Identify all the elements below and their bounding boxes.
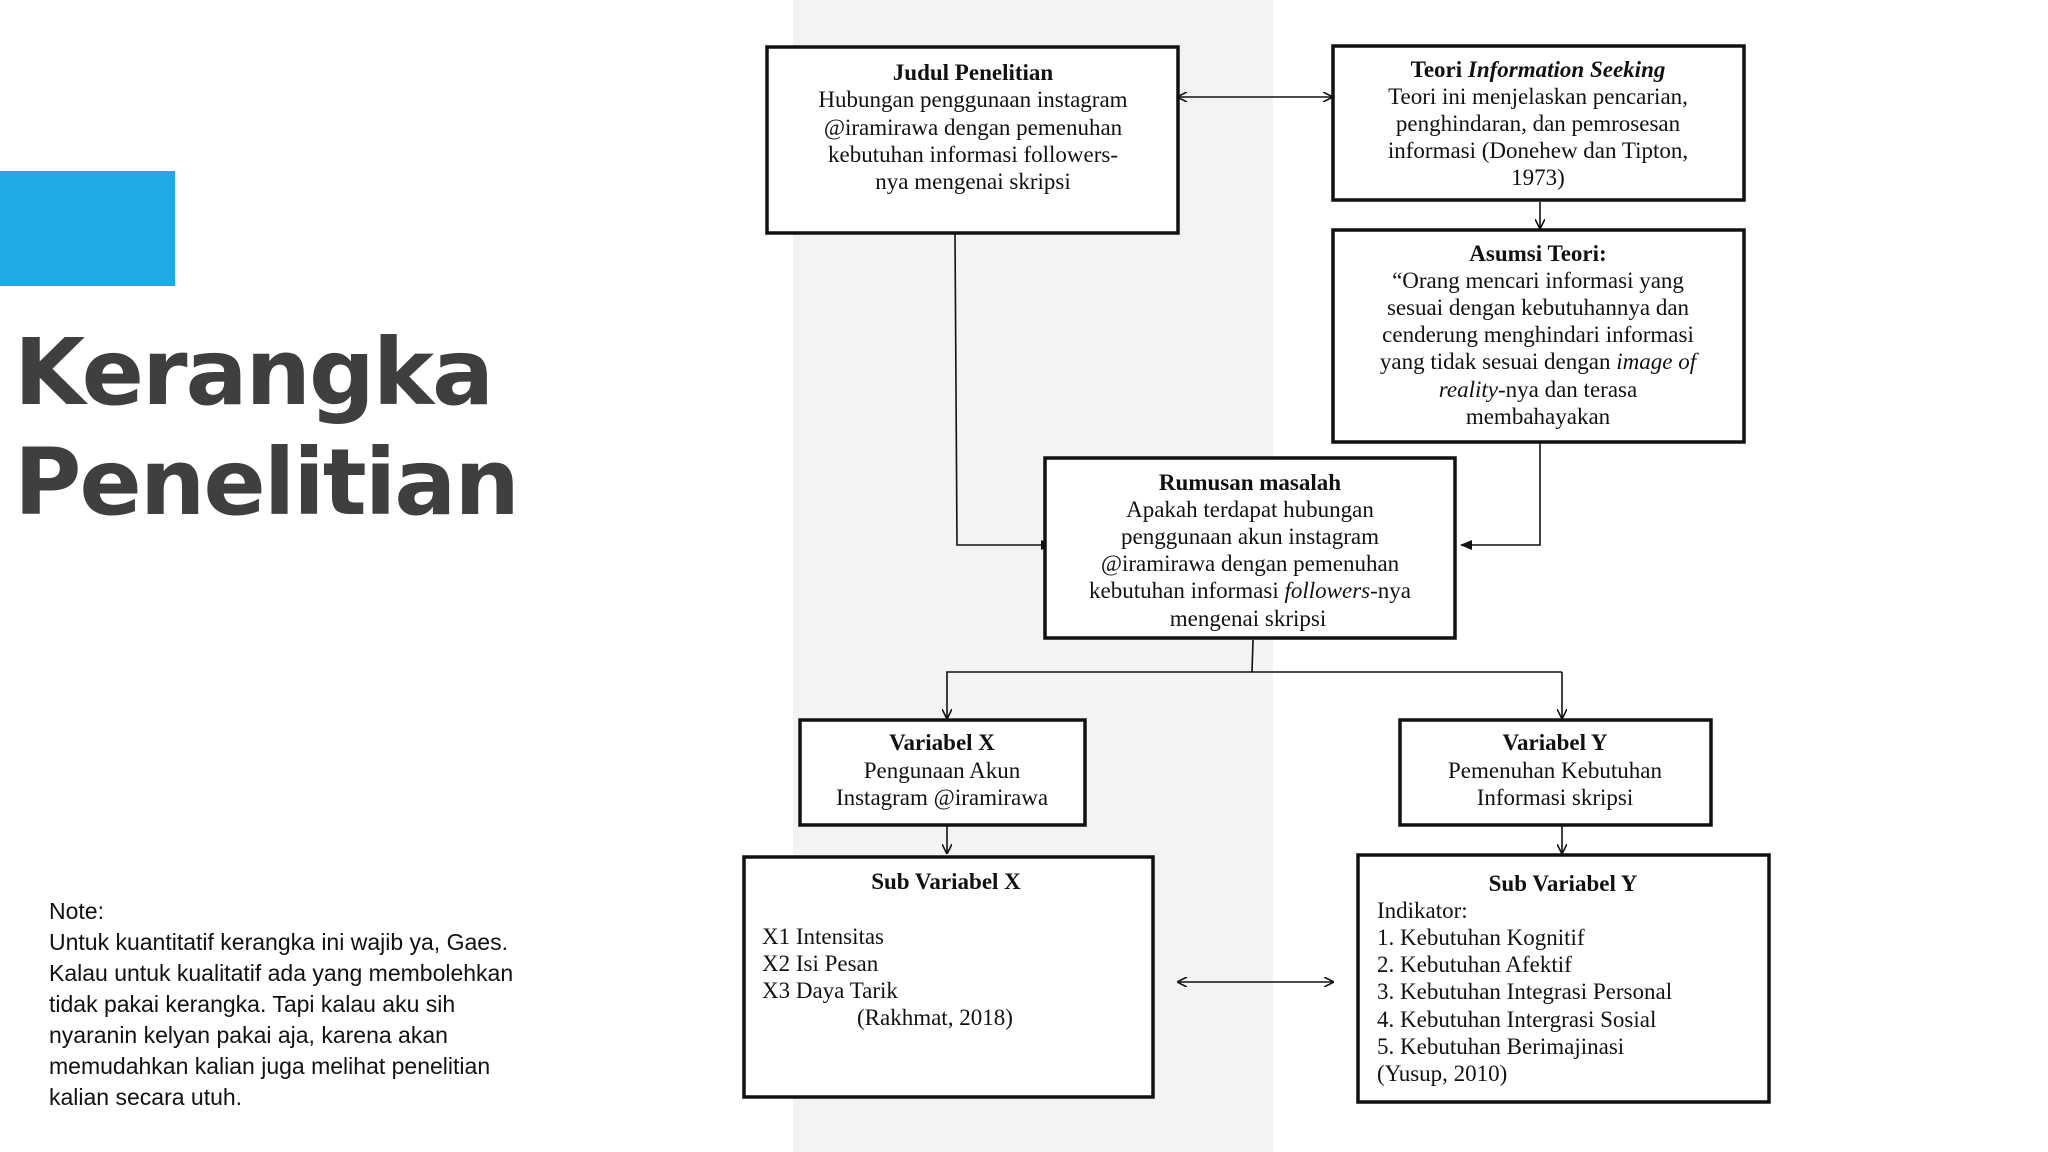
judul-line: kebutuhan informasi followers- (828, 142, 1118, 167)
teori-heading-italic: Information Seeking (1467, 57, 1665, 82)
rumusan-line: @iramirawa dengan pemenuhan (1101, 551, 1400, 576)
note-line: Kalau untuk kualitatif ada yang memboleh… (49, 960, 514, 986)
asumsi-teori-box: Asumsi Teori: “Orang mencari informasi y… (1331, 228, 1746, 444)
subx-item: X1 Intensitas (762, 924, 884, 949)
rumusan-line4-italic: followers (1284, 578, 1370, 603)
asumsi-line: yang tidak sesuai dengan image of (1380, 349, 1700, 374)
suby-item: 1. Kebutuhan Kognitif (1377, 925, 1585, 950)
subx-item: X3 Daya Tarik (762, 978, 898, 1003)
slide-title: Kerangka Penelitian (14, 318, 520, 538)
note-line: tidak pakai kerangka. Tapi kalau aku sih (49, 991, 456, 1017)
asumsi-line5-italic: reality (1439, 377, 1499, 402)
rumusan-line: kebutuhan informasi followers-nya (1089, 578, 1411, 603)
asumsi-rumusan-arrow (1460, 443, 1541, 550)
judul-line: Hubungan penggunaan instagram (818, 87, 1127, 112)
suby-heading: Sub Variabel Y (1489, 871, 1638, 896)
rumusan-split-line (1251, 639, 1254, 673)
suby-intro: Indikator: (1377, 898, 1468, 923)
rumusan-line4-prefix: kebutuhan informasi (1089, 578, 1284, 603)
suby-item: 4. Kebutuhan Intergrasi Sosial (1377, 1007, 1656, 1032)
rumusan-masalah-box: Rumusan masalah Apakah terdapat hubungan… (1043, 456, 1457, 640)
note-line: memudahkan kalian juga melihat penelitia… (49, 1053, 491, 1079)
judul-line: @iramirawa dengan pemenuhan (824, 115, 1123, 140)
asumsi-line: “Orang mencari informasi yang (1392, 268, 1684, 293)
teori-box: Teori Information Seeking Teori ini menj… (1331, 44, 1746, 202)
split-to-varx-arrow (947, 671, 1562, 718)
vary-line: Pemenuhan Kebutuhan (1448, 758, 1662, 783)
suby-item: 5. Kebutuhan Berimajinasi (1377, 1034, 1624, 1059)
judul-rumusan-arrow (954, 231, 1053, 550)
subx-source: (Rakhmat, 2018) (857, 1005, 1013, 1030)
connectors (947, 97, 1562, 982)
suby-item: 2. Kebutuhan Afektif (1377, 952, 1572, 977)
teori-heading-prefix: Teori (1411, 57, 1468, 82)
teori-line: Teori ini menjelaskan pencarian, (1388, 84, 1688, 109)
suby-item: 3. Kebutuhan Integrasi Personal (1377, 979, 1672, 1004)
asumsi-line: sesuai dengan kebutuhannya dan (1387, 295, 1690, 320)
varx-line: Instagram @iramirawa (836, 785, 1048, 810)
varx-heading: Variabel X (889, 730, 995, 755)
asumsi-line5-suffix: -nya dan terasa (1498, 377, 1637, 402)
title-line-2: Penelitian (14, 429, 520, 536)
rumusan-line: penggunaan akun instagram (1121, 524, 1379, 549)
note-text: Note: Untuk kuantitatif kerangka ini waj… (49, 896, 549, 1113)
asumsi-line: reality-nya dan terasa (1439, 377, 1637, 402)
asumsi-heading: Asumsi Teori: (1469, 241, 1606, 266)
note-line: Untuk kuantitatif kerangka ini wajib ya,… (49, 929, 508, 955)
asumsi-line: cenderung menghindari informasi (1382, 322, 1694, 347)
rumusan-heading: Rumusan masalah (1159, 470, 1341, 495)
note-line: Note: (49, 898, 104, 924)
judul-penelitian-box: Judul Penelitian Hubungan penggunaan ins… (765, 45, 1180, 235)
sub-variabel-x-box: Sub Variabel X X1 Intensitas X2 Isi Pesa… (742, 855, 1155, 1099)
variabel-x-box: Variabel X Pengunaan Akun Instagram @ira… (798, 718, 1087, 827)
teori-line: informasi (Donehew dan Tipton, (1388, 138, 1688, 163)
subx-heading: Sub Variabel X (871, 869, 1021, 894)
suby-source: (Yusup, 2010) (1377, 1061, 1507, 1086)
asumsi-line4-italic: image of (1616, 349, 1699, 374)
vary-heading: Variabel Y (1503, 730, 1608, 755)
asumsi-line: membahayakan (1466, 404, 1611, 429)
judul-line: nya mengenai skripsi (875, 169, 1070, 194)
teori-line: penghindaran, dan pemrosesan (1396, 111, 1681, 136)
note-line: kalian secara utuh. (49, 1084, 243, 1110)
sub-variabel-y-box: Sub Variabel Y Indikator: 1. Kebutuhan K… (1356, 853, 1771, 1104)
rumusan-line: mengenai skripsi (1170, 606, 1327, 631)
judul-heading: Judul Penelitian (893, 60, 1054, 85)
teori-heading: Teori Information Seeking (1411, 57, 1666, 82)
varx-line: Pengunaan Akun (864, 758, 1021, 783)
rumusan-line4-suffix: -nya (1370, 578, 1411, 603)
vary-line: Informasi skripsi (1477, 785, 1634, 810)
note-line: nyaranin kelyan pakai aja, karena akan (49, 1022, 448, 1048)
teori-line: 1973) (1511, 165, 1565, 190)
subx-item: X2 Isi Pesan (762, 951, 879, 976)
rumusan-line: Apakah terdapat hubungan (1126, 497, 1374, 522)
accent-block (0, 171, 175, 286)
variabel-y-box: Variabel Y Pemenuhan Kebutuhan Informasi… (1398, 718, 1713, 827)
title-line-1: Kerangka (14, 319, 494, 426)
asumsi-line4-prefix: yang tidak sesuai dengan (1380, 349, 1616, 374)
